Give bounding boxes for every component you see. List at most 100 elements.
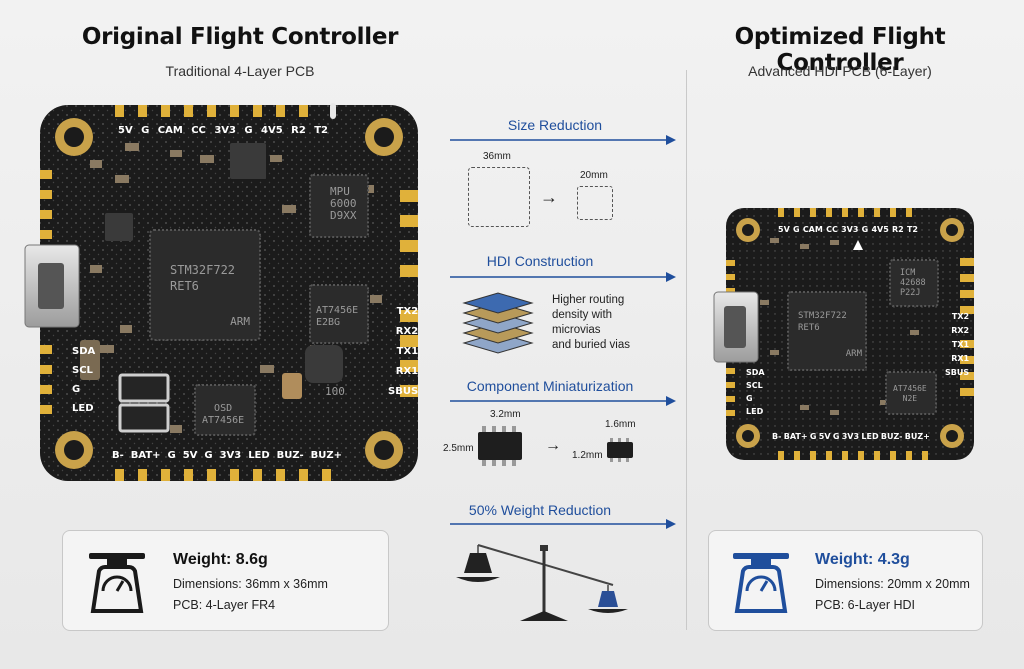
pad-label: CAM	[157, 125, 183, 136]
imu-text: 42688	[900, 278, 926, 288]
small-height-label: 1.2mm	[572, 450, 603, 461]
pad-label: BUZ-	[276, 450, 304, 461]
pad-label: G	[204, 450, 213, 461]
pad-label: G	[861, 225, 869, 234]
pad-label: 3V3	[214, 125, 236, 136]
pad-label: TX2	[396, 306, 419, 317]
hdi-note-line: density with	[552, 309, 613, 321]
large-width-label: 3.2mm	[490, 409, 521, 420]
left-title: Original Flight Controller	[81, 24, 399, 50]
pad-label: BUZ+	[904, 432, 930, 441]
inductor-label: 100	[325, 385, 345, 398]
pad-label: B-	[772, 432, 782, 441]
opt-imu-label: ICM 42688 P22J	[900, 268, 926, 298]
big-size-box	[468, 167, 530, 227]
pad-label: 3V3	[841, 432, 860, 441]
right-title: Optimized Flight Controller	[734, 24, 946, 76]
arrow-right-icon: →	[545, 437, 561, 454]
mcu-arch: ARM	[845, 349, 862, 359]
pad-label: RX2	[951, 326, 970, 335]
pad-label: R2	[291, 125, 306, 136]
osd-text: AT7456E	[316, 305, 359, 316]
large-component	[478, 426, 522, 466]
right-side-pad-labels: TX2 RX2 TX1 RX1 SBUS	[388, 306, 418, 397]
pad-label: BUZ+	[310, 450, 342, 461]
size-reduction-title: Size Reduction	[507, 117, 603, 133]
left-spec-box: Weight: 8.6g Dimensions: 36mm x 36mm PCB…	[62, 530, 389, 631]
arrow-hdi	[450, 272, 676, 282]
big-size-label: 36mm	[483, 151, 511, 162]
original-pcb	[24, 103, 418, 481]
pad-label: G	[244, 125, 253, 136]
left-pcb-type: PCB: 4-Layer FR4	[173, 598, 276, 612]
pad-label: SBUS	[945, 368, 970, 377]
pad-label: T2	[314, 125, 328, 136]
layer-stack-icon	[462, 292, 534, 354]
pad-label: SCL	[72, 365, 93, 376]
pad-label: B-	[112, 450, 124, 461]
osd-text: AT7456E	[893, 384, 927, 393]
pad-label: 5V	[818, 432, 831, 441]
pad-label: 4V5	[871, 225, 889, 234]
optimized-pcb	[713, 208, 974, 460]
pad-label: LED	[746, 407, 764, 416]
pad-label: SDA	[746, 368, 765, 377]
pad-label: TX2	[951, 312, 970, 321]
pad-label: G	[72, 384, 81, 395]
small-size-label: 20mm	[580, 170, 608, 181]
hdi-note: Higher routing density with microvias an…	[552, 293, 630, 353]
opt-top-pad-labels: 5V G CAM CC 3V3 G 4V5 R2 T2	[778, 225, 918, 234]
hdi-note-line: microvias	[552, 324, 601, 336]
pad-label: BAT+	[130, 450, 161, 461]
pad-label: LED	[248, 450, 270, 461]
pad-label: 5V	[778, 225, 790, 234]
pad-label: 5V	[182, 450, 198, 461]
mcu-variant: RET6	[170, 279, 199, 293]
balance-scale-icon	[456, 544, 628, 621]
mcu-variant: RET6	[798, 323, 820, 333]
osd-text: E2BG	[316, 317, 341, 328]
pad-label: 4V5	[261, 125, 283, 136]
pad-label: T2	[906, 225, 918, 234]
opt-bottom-pad-labels: B- BAT+ G 5V G 3V3 LED BUZ- BUZ+	[772, 432, 930, 441]
right-spec-box: Weight: 4.3g Dimensions: 20mm x 20mm PCB…	[708, 530, 983, 631]
mcu-name: STM32F722	[170, 263, 236, 277]
pad-label: RX1	[395, 366, 419, 377]
left-osd-right-label: AT7456E E2BG	[316, 305, 358, 329]
pad-label: 3V3	[841, 225, 859, 234]
pad-label: CC	[191, 125, 206, 136]
small-width-label: 1.6mm	[605, 419, 636, 430]
left-imu-label: MPU 6000 D9XX	[330, 186, 357, 222]
pad-label: BUZ-	[880, 432, 903, 441]
pad-label: SBUS	[388, 386, 419, 397]
miniaturization-title: Component Miniaturization	[466, 378, 634, 394]
small-component	[607, 438, 633, 462]
left-subtitle: Traditional 4-Layer PCB	[165, 63, 315, 79]
pad-label: LED	[861, 432, 879, 441]
weight-reduction-title: 50% Weight Reduction	[468, 502, 612, 518]
arrow-right-icon: →	[540, 187, 558, 207]
hdi-title: HDI Construction	[486, 253, 594, 269]
left-osd-bottom-label: OSD AT7456E	[202, 403, 244, 427]
opt-mcu-label: STM32F722 RET6 ARM	[798, 310, 862, 360]
pad-label: G	[832, 432, 840, 441]
right-subtitle: Advanced HDI PCB (6-Layer)	[748, 63, 932, 79]
pad-label: CAM	[802, 225, 823, 234]
small-size-box	[577, 186, 613, 220]
imu-text: MPU	[330, 185, 350, 198]
left-top-pad-labels: 5V G CAM CC 3V3 G 4V5 R2 T2	[118, 125, 328, 136]
pad-label: G	[746, 394, 753, 403]
osd-text: OSD	[214, 403, 233, 414]
pad-label: G	[167, 450, 176, 461]
left-side-pad-labels: SDA SCL G LED	[72, 346, 95, 414]
right-weight: Weight: 4.3g	[815, 551, 910, 568]
pad-label: LED	[72, 403, 94, 414]
column-divider	[686, 70, 687, 630]
right-pcb-type: PCB: 6-Layer HDI	[815, 598, 916, 612]
hdi-note-line: Higher routing	[552, 294, 625, 306]
hdi-note-line: and buried vias	[552, 339, 630, 351]
pad-label: RX2	[395, 326, 419, 337]
left-bottom-pad-labels: B- BAT+ G 5V G 3V3 LED BUZ- BUZ+	[112, 450, 342, 461]
pad-label: G	[809, 432, 817, 441]
